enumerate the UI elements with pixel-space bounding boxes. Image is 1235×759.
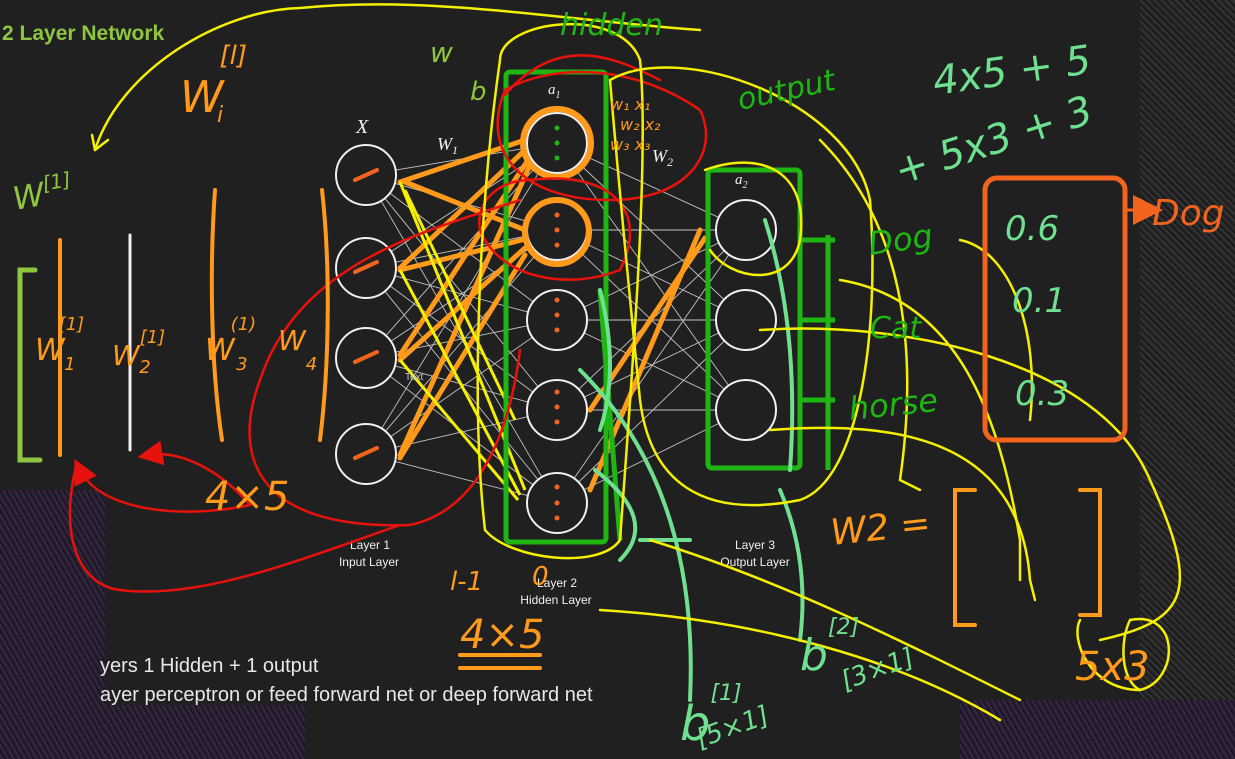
connection-edge [385,252,538,432]
prob-horse-value: 0.3 [1015,374,1069,414]
hidden-neuron [526,112,588,174]
input-neuron [335,144,397,206]
zero-annotation: 0 [532,562,549,592]
noise-panel-bottom-mid [105,705,305,759]
connection-edge [389,375,534,486]
b1-annotation: b[1] [680,681,742,752]
text-tag: Text [405,372,424,383]
class-dog-label: Dog [866,216,935,263]
connection-edge [384,197,539,388]
layer3-desc: Output Layer [720,555,789,569]
class-cat-label: Cat [870,311,922,346]
size-5x3-label: 5x3 [1075,644,1150,690]
yellow-annotation-strokes [90,3,1182,722]
w2-label: W2 [652,146,673,169]
w-col2-annotation: W[1]2 [112,327,165,378]
hidden-neuron-dots [554,212,560,521]
input-neuron [335,327,397,389]
arrow-dog-label: Dog [1152,193,1225,234]
connection-edge [573,167,730,386]
red-annotation-strokes [68,54,708,593]
l-minus-1: l-1 [450,567,483,597]
w-bracket-1-annotation: W[1] [9,167,75,218]
w-col3-annotation: W(1)3 [205,314,256,375]
w-x-annotation: w₁ x₁ [610,95,650,114]
input-x-label: X [355,116,369,138]
size-4x5-left: 4×5 [205,474,289,520]
hidden-annotation: hidden [560,8,663,43]
output-neuron [715,379,777,441]
w-col4-annotation: W4 [278,324,317,375]
noise-panel-bottom-left [0,490,105,759]
hidden-neuron-orange-circles [520,106,594,267]
a2-label: a2 [735,172,748,191]
bullet-line-2: ayer perceptron or feed forward net or d… [100,684,593,706]
orange-annotation-strokes [58,188,1102,670]
input-layer-neurons [335,144,397,485]
w2-equation-label: W2 = [829,503,933,554]
probability-box [982,175,1128,443]
slide-title: 2 Layer Network [2,22,165,45]
layer3-name: Layer 3 [735,538,775,552]
b-top-annotation: b [470,77,487,107]
green-layer-boxes [503,69,835,545]
layer2-name: Layer 2 [537,576,577,590]
connection-edge [573,254,730,479]
layer1-name: Layer 1 [350,538,390,552]
w-x-annotations: w₁ x₁ w₂ x₂ w₃ x₃ [610,95,661,154]
connection-edge [381,168,542,429]
noise-panel-bottom-right [960,700,1235,759]
layer1-desc: Input Layer [339,555,399,569]
bullet-line-1: yers 1 Hidden + 1 output [100,655,319,677]
connection-edge [578,163,725,300]
hidden-neuron [526,289,588,351]
hidden-neuron [526,472,588,534]
size-4x5-mid: 4×5 [460,612,544,658]
noise-panel-right [1140,0,1235,759]
w-l-i-annotation: W[l]i [180,41,247,128]
input-neuron [335,237,397,299]
a1-label: a1 [548,82,561,101]
top-hidden-green-dots [554,125,560,161]
lightgreen-bias-strokes [578,218,805,702]
prob-dog-value: 0.6 [1005,209,1059,249]
w1-label: W1 [437,134,458,157]
w-col1-annotation: W[1]1 [35,314,84,375]
b2-annotation: b[2] [800,615,859,681]
w-x-annotation: w₃ x₃ [610,135,650,154]
lime-bracket [17,267,43,463]
input-neuron [335,423,397,485]
input-neuron-orange-marks [353,168,379,460]
layer2-desc: Hidden Layer [520,593,591,607]
output-neuron [715,289,777,351]
output-neuron [715,199,777,261]
output-layer-neurons [715,199,777,441]
output-annotation: output [734,63,839,118]
prob-cat-value: 0.1 [1012,281,1066,321]
hidden-neuron [526,379,588,441]
b2-size-annotation: [3×1] [837,643,918,697]
w-top-annotation: w [430,36,453,69]
connection-edge [385,165,538,336]
class-horse-label: horse [847,381,940,428]
w-x-annotation: w₂ x₂ [620,115,661,134]
